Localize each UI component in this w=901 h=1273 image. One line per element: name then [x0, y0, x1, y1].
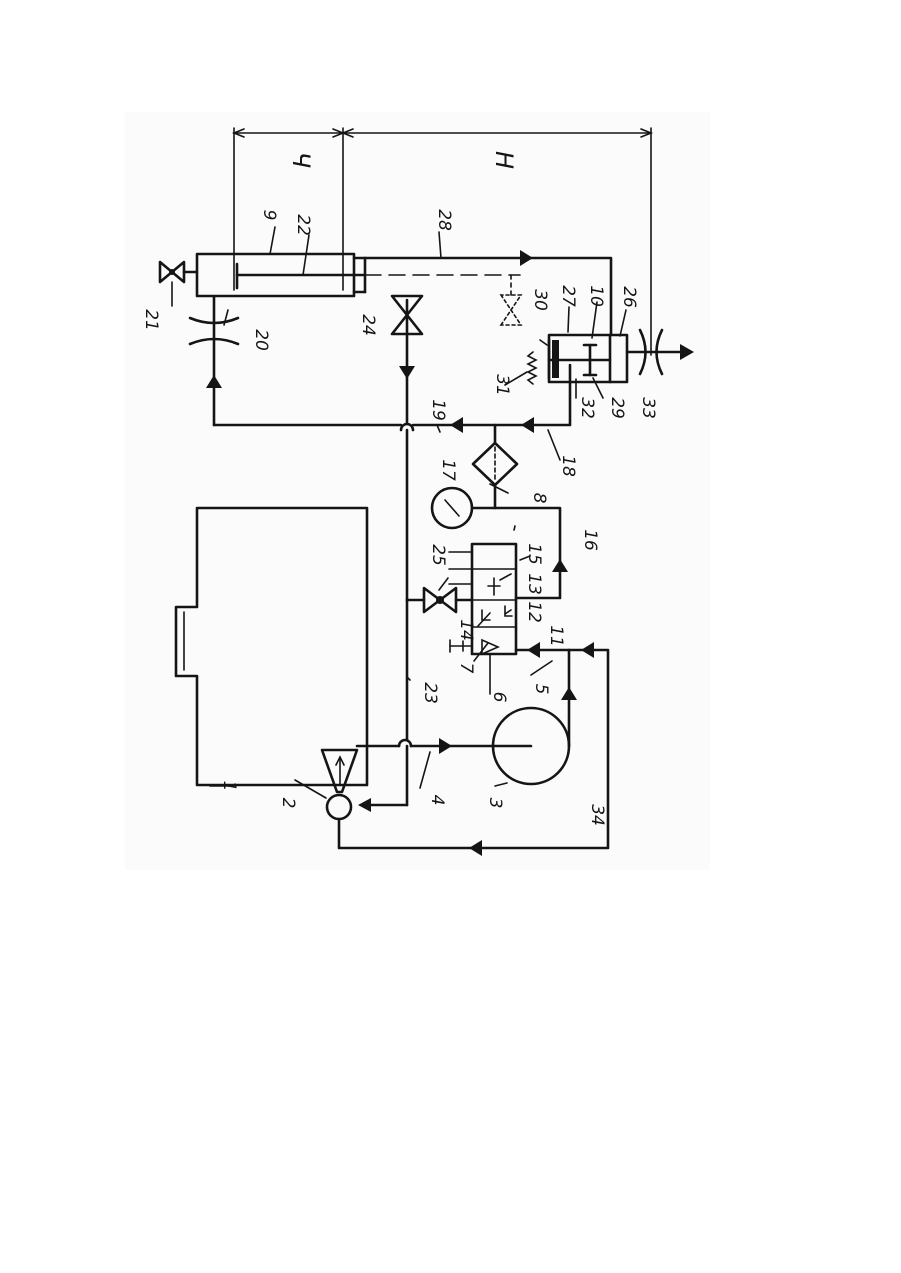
label-10: 10 — [586, 285, 606, 307]
label-12: 12 — [524, 601, 544, 623]
label-20: 20 — [251, 329, 271, 351]
leader-lines — [172, 227, 626, 798]
zone-label-right: Н — [490, 151, 518, 169]
pressure-gauge — [432, 488, 495, 528]
label-28: 28 — [434, 209, 454, 231]
label-29: 29 — [607, 397, 627, 419]
label-13: 13 — [524, 573, 544, 595]
label-5: 5 — [531, 684, 551, 695]
label-3: 3 — [485, 798, 505, 809]
label-27: 27 — [558, 285, 578, 307]
label-32: 32 — [577, 397, 597, 419]
label-33: 33 — [638, 397, 658, 419]
label-25: 25 — [428, 544, 448, 566]
label-34: 34 — [587, 804, 607, 826]
label-2: 2 — [278, 798, 298, 809]
label-21: 21 — [141, 309, 161, 331]
tank — [176, 508, 367, 785]
label-4: 4 — [427, 795, 447, 806]
label-16: 16 — [580, 529, 600, 551]
dimension-lines: Ч Н — [234, 128, 651, 355]
lines-18-19 — [214, 365, 570, 443]
label-6: 6 — [489, 692, 509, 703]
label-7: 7 — [456, 663, 476, 674]
label-22: 22 — [293, 214, 313, 236]
label-30: 30 — [530, 289, 550, 311]
zone-label-left: Ч — [287, 152, 315, 168]
filter — [473, 443, 517, 485]
label-11: 11 — [546, 625, 566, 647]
throttle-33 — [627, 330, 694, 374]
valve-21 — [160, 262, 197, 282]
label-9: 9 — [259, 210, 279, 221]
label-24: 24 — [358, 314, 378, 336]
label-23: 23 — [420, 682, 440, 704]
line-4 — [357, 738, 493, 754]
dashed-valve — [501, 275, 521, 325]
line-to-cylinder — [206, 297, 222, 425]
cylinder-9 — [197, 254, 365, 296]
label-19: 19 — [428, 399, 448, 421]
label-17: 17 — [438, 459, 458, 481]
label-26: 26 — [619, 286, 639, 308]
label-1: 1 — [219, 781, 239, 792]
label-14: 14 — [456, 619, 476, 641]
label-8: 8 — [529, 493, 549, 504]
label-15: 15 — [524, 543, 544, 565]
valve-25 — [407, 588, 472, 612]
label-31: 31 — [492, 374, 512, 396]
label-18: 18 — [558, 455, 578, 477]
component-labels: 1 2 3 4 5 6 7 8 9 10 11 12 13 14 15 16 1… — [141, 209, 658, 826]
pump — [493, 708, 569, 784]
